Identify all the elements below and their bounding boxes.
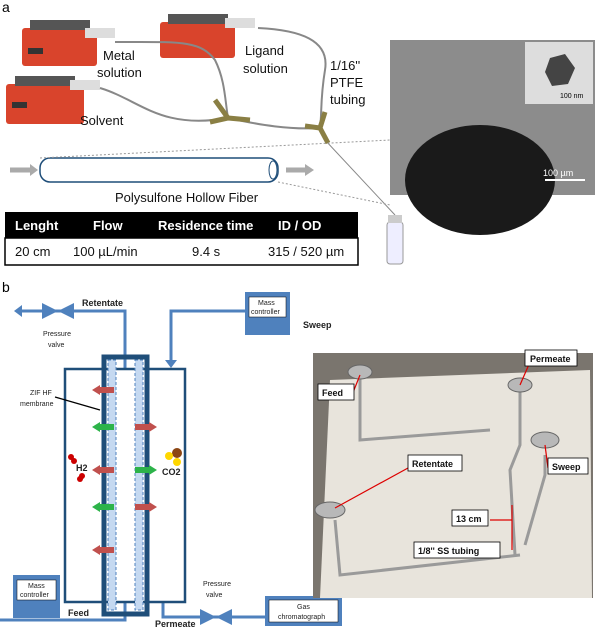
- label-tubing: 1/16'': [330, 58, 360, 73]
- mass-controller-sweep: Mass controller: [245, 292, 290, 335]
- label-ligand: solution: [243, 61, 288, 76]
- photo-label-sweep: Sweep: [552, 462, 581, 472]
- photo-label-permeate: Permeate: [530, 354, 571, 364]
- setup-photo: Feed Permeate Retentate Sweep 13 cm 1/8'…: [313, 349, 593, 598]
- syringe-pump-ligand: [160, 14, 255, 58]
- label-permeate: Permeate: [155, 619, 196, 629]
- svg-text:chromatograph: chromatograph: [278, 614, 325, 621]
- svg-text:Mass: Mass: [258, 300, 275, 307]
- svg-text:100 µL/min: 100 µL/min: [73, 244, 138, 259]
- parameter-table: Lenght Flow Residence time ID / OD 20 cm…: [4, 212, 359, 266]
- photo-label-feed: Feed: [322, 388, 343, 398]
- svg-text:Mass: Mass: [28, 583, 45, 590]
- label-retentate: Retentate: [82, 298, 123, 308]
- svg-text:controller: controller: [20, 592, 49, 599]
- membrane-module: [63, 367, 187, 604]
- panel-a-letter: a: [2, 0, 10, 15]
- label-tubing: PTFE: [330, 75, 364, 90]
- photo-label-length: 13 cm: [456, 514, 482, 524]
- pressure-valve-icon: [42, 303, 58, 319]
- panel-b-letter: b: [2, 279, 10, 295]
- label-pressure-valve: Pressure: [203, 581, 231, 588]
- svg-text:Lenght: Lenght: [15, 218, 59, 233]
- label-solvent: Solvent: [80, 113, 124, 128]
- label-pressure-valve: valve: [206, 592, 222, 599]
- label-membrane: membrane: [20, 401, 54, 408]
- svg-text:Residence time: Residence time: [158, 218, 253, 233]
- syringe-pump-metal: [22, 20, 115, 66]
- hollow-fiber-membrane: [101, 354, 150, 617]
- svg-text:Gas: Gas: [297, 604, 310, 611]
- photo-label-retentate: Retentate: [412, 459, 453, 469]
- fiber-label: Polysulfone Hollow Fiber: [115, 190, 259, 205]
- svg-text:9.4 s: 9.4 s: [192, 244, 221, 259]
- svg-text:Flow: Flow: [93, 218, 123, 233]
- y-connector: [209, 98, 251, 125]
- svg-text:100 µm: 100 µm: [543, 168, 573, 178]
- photo-label-tubing: 1/8'' SS tubing: [418, 546, 479, 556]
- label-membrane: ZIF HF: [30, 390, 52, 397]
- label-tubing: tubing: [330, 92, 365, 107]
- label-co2: CO2: [162, 467, 181, 477]
- sem-image: 100 nm 100 µm: [390, 40, 595, 235]
- permeation-arrows: [92, 385, 157, 555]
- label-metal: Metal: [103, 48, 135, 63]
- pressure-valve-icon: [200, 609, 216, 625]
- y-connector: [304, 111, 331, 145]
- label-pressure-valve: valve: [48, 342, 64, 349]
- label-sweep: Sweep: [303, 320, 332, 330]
- co2-molecule-icon: [165, 448, 182, 466]
- svg-text:controller: controller: [251, 309, 280, 316]
- label-pressure-valve: Pressure: [43, 331, 71, 338]
- syringe-pump-solvent: [6, 76, 100, 124]
- svg-text:315 / 520 µm: 315 / 520 µm: [268, 244, 344, 259]
- label-ligand: Ligand: [245, 43, 284, 58]
- svg-text:ID / OD: ID / OD: [278, 218, 321, 233]
- label-metal: solution: [97, 65, 142, 80]
- svg-text:100 nm: 100 nm: [560, 93, 584, 100]
- label-feed: Feed: [68, 608, 89, 618]
- flow-arrow: [305, 164, 314, 176]
- svg-text:20 cm: 20 cm: [15, 244, 50, 259]
- gas-chromatograph: Gas chromatograph: [265, 596, 342, 626]
- label-h2: H2: [76, 463, 88, 473]
- mass-controller-feed: Mass controller: [13, 575, 60, 618]
- hollow-fiber: [39, 157, 279, 183]
- vial: [386, 215, 404, 265]
- h2-molecule-icon: [68, 454, 85, 482]
